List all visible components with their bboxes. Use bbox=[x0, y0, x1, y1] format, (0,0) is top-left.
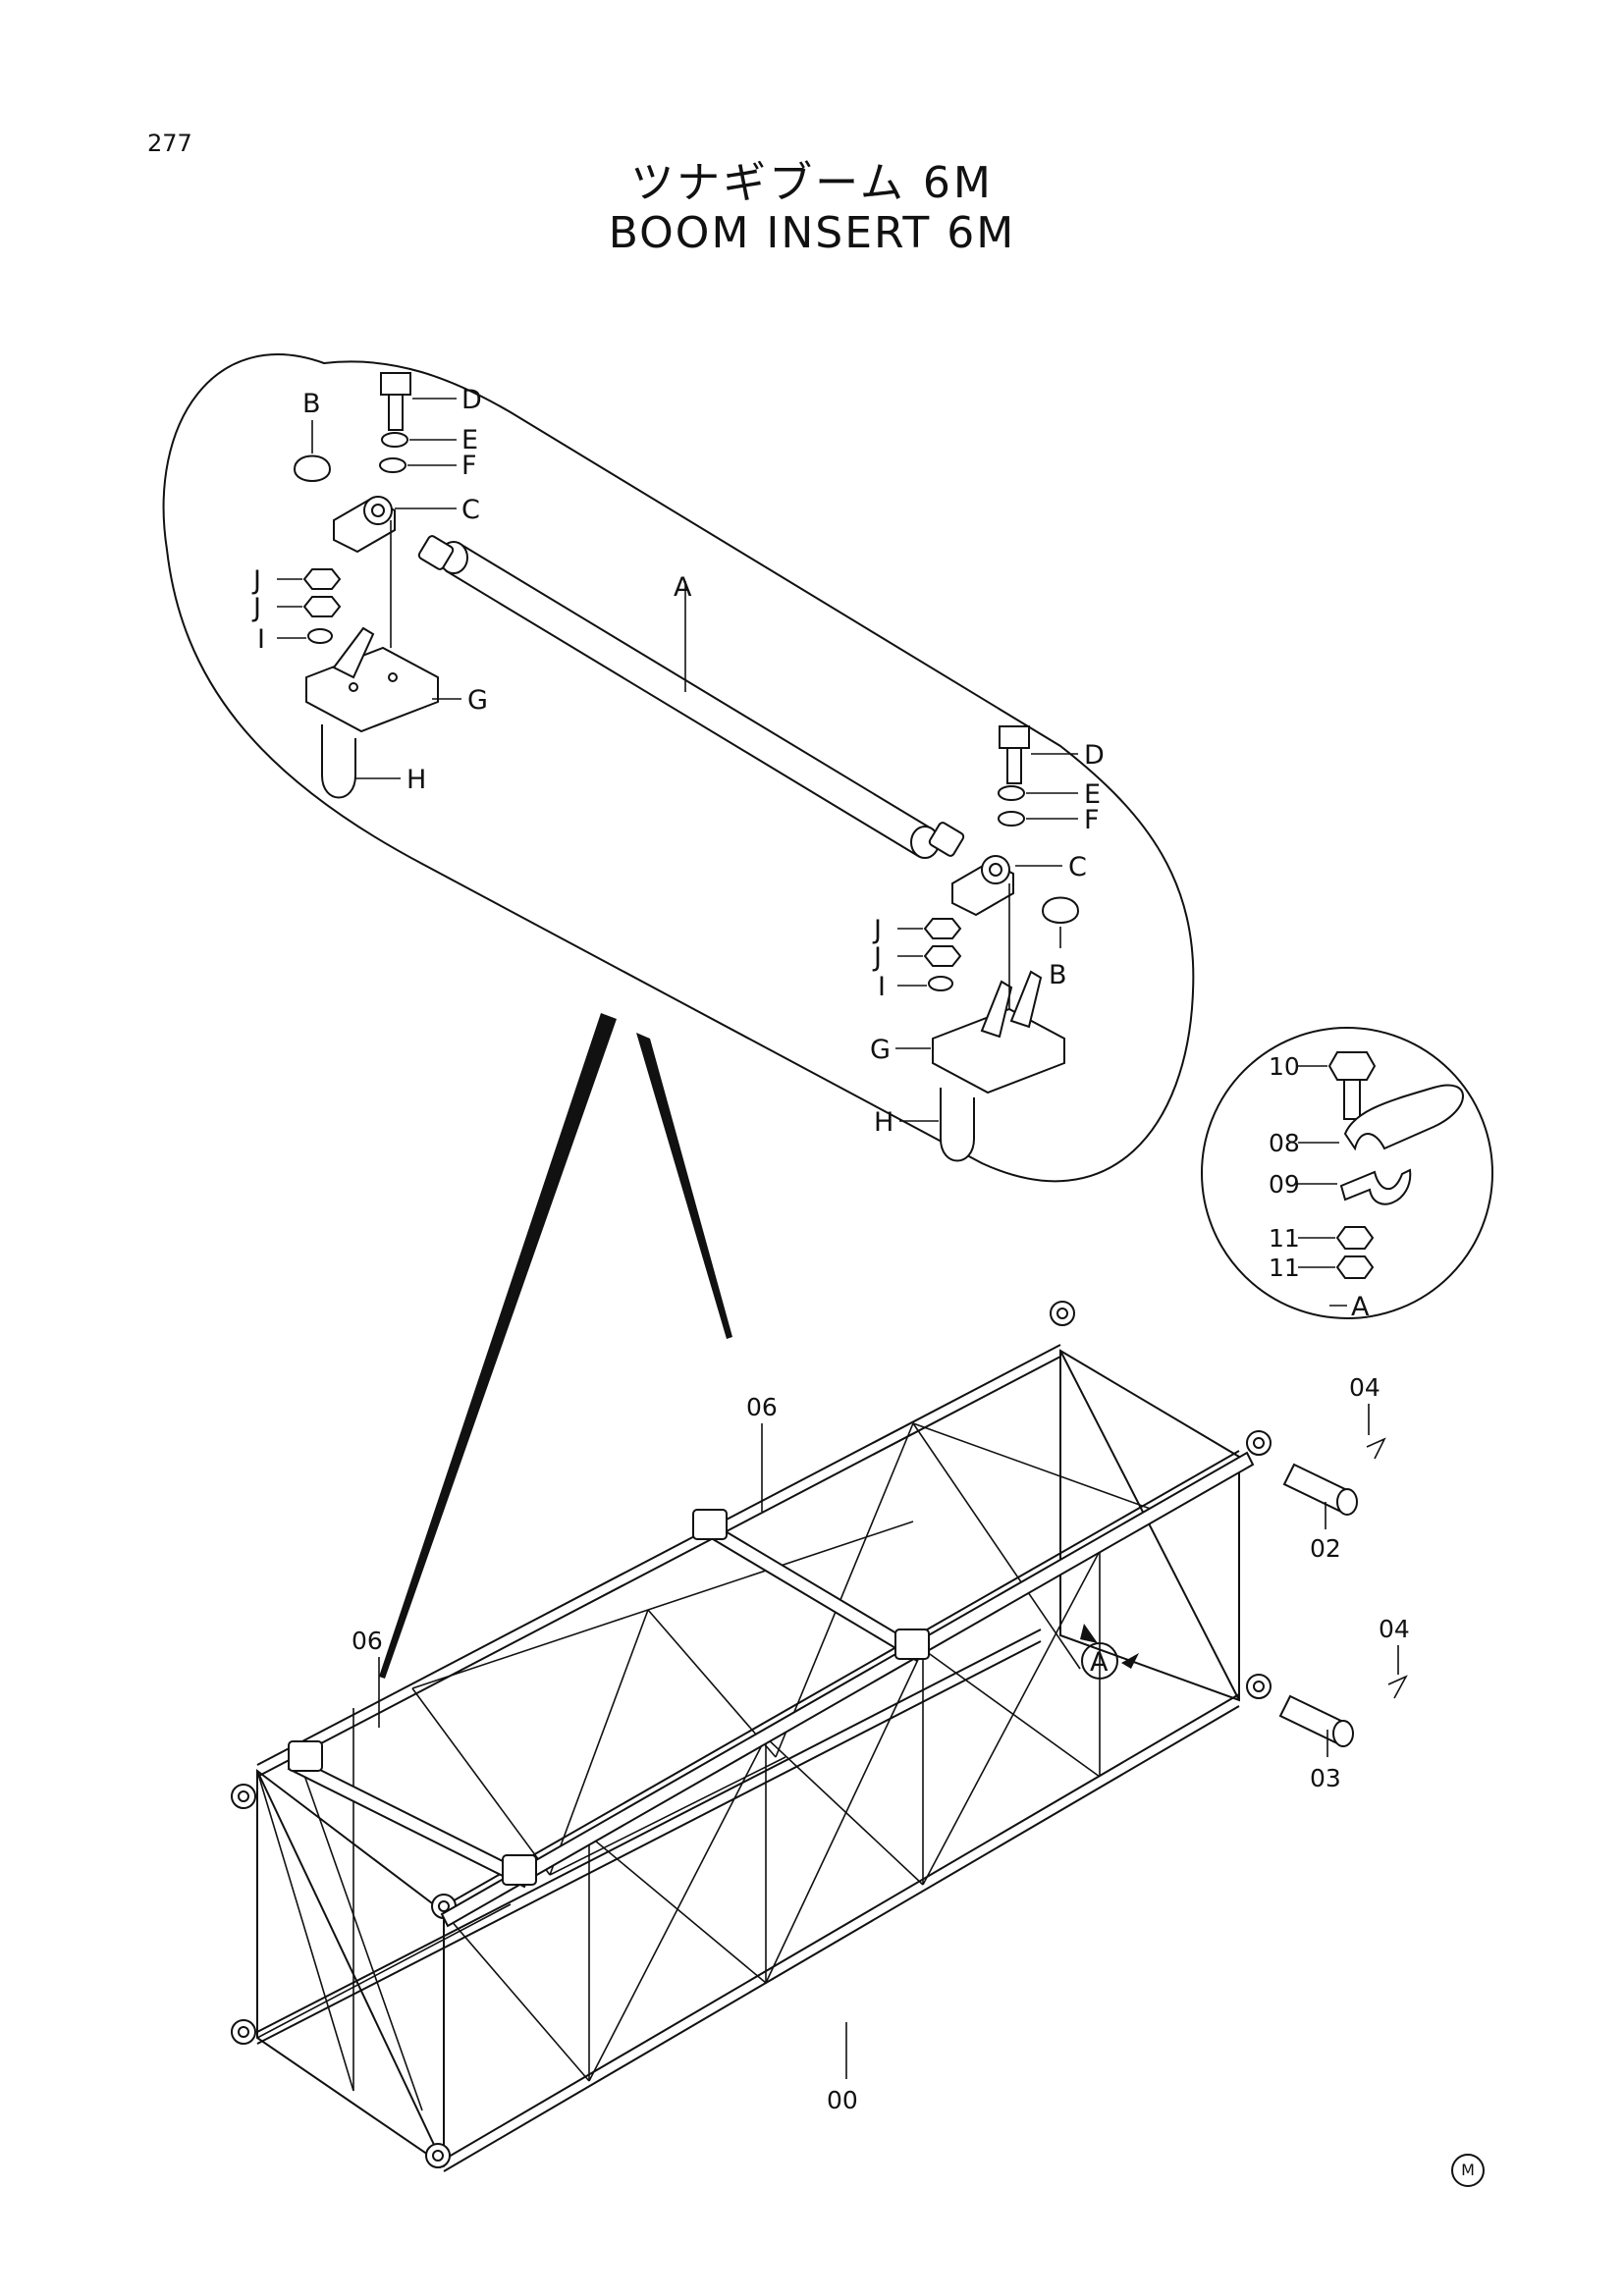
washer-icon bbox=[381, 432, 408, 448]
bolt-icon bbox=[380, 372, 411, 431]
label-part-11-a: 11 bbox=[1269, 1224, 1300, 1253]
nut-icon bbox=[923, 945, 962, 967]
label-e-left: E bbox=[461, 425, 478, 455]
main-part-labels: 06 06 00 04 02 04 03 A bbox=[352, 1373, 1410, 2114]
label-g-left: G bbox=[467, 685, 488, 716]
pillow-block-icon bbox=[333, 496, 396, 554]
shaft-a: A bbox=[417, 535, 965, 859]
washer-icon bbox=[928, 976, 953, 991]
detail-view-capsule bbox=[162, 353, 1195, 1679]
label-b-left: B bbox=[302, 389, 321, 419]
washer-icon bbox=[379, 457, 406, 473]
nut-icon bbox=[923, 918, 962, 939]
clamp-icon bbox=[1343, 1084, 1464, 1151]
label-i-right: I bbox=[878, 972, 886, 1002]
left-upper-assembly: D E F C B J J I bbox=[251, 372, 488, 799]
label-i-left: I bbox=[257, 624, 265, 655]
title-english: BOOM INSERT 6M bbox=[608, 208, 1016, 258]
page-number: 277 bbox=[147, 130, 192, 157]
clamp-icon bbox=[1041, 896, 1080, 924]
connection-lugs bbox=[231, 1301, 1272, 2168]
label-d-right: D bbox=[1084, 740, 1105, 771]
label-c-right: C bbox=[1068, 852, 1087, 882]
label-j-right-1: J bbox=[872, 915, 882, 945]
pin-icon bbox=[1282, 1463, 1358, 1516]
u-bolt-icon bbox=[321, 724, 356, 799]
bracket-g-right bbox=[932, 970, 1065, 1095]
boom-lattice-frame bbox=[231, 1301, 1272, 2172]
detail-circle-clamp: 10 08 09 11 11 A bbox=[1201, 1027, 1493, 1322]
bolt-icon bbox=[999, 725, 1030, 784]
circled-m-mark: M bbox=[1451, 2154, 1485, 2187]
leader-wedge-right bbox=[636, 1033, 732, 1339]
label-d-left: D bbox=[461, 385, 482, 415]
leader-wedge-left bbox=[379, 1013, 617, 1679]
label-part-04-bottom: 04 bbox=[1379, 1615, 1410, 1643]
label-part-11-b: 11 bbox=[1269, 1254, 1300, 1282]
label-h-right: H bbox=[874, 1107, 893, 1138]
label-part-10: 10 bbox=[1269, 1052, 1300, 1081]
washer-icon bbox=[307, 628, 333, 644]
nut-icon bbox=[302, 596, 342, 617]
label-a-shaft: A bbox=[674, 572, 692, 603]
title-japanese: ツナギブーム 6M bbox=[630, 158, 994, 208]
label-part-09: 09 bbox=[1269, 1170, 1300, 1199]
label-j-left-1: J bbox=[251, 565, 261, 596]
nut-icon bbox=[1335, 1255, 1375, 1279]
label-j-right-2: J bbox=[872, 942, 882, 973]
label-c-left: C bbox=[461, 495, 480, 525]
label-part-04-top: 04 bbox=[1349, 1373, 1380, 1402]
label-e-right: E bbox=[1084, 779, 1101, 810]
nut-icon bbox=[302, 568, 342, 590]
bracket-06 bbox=[288, 1509, 930, 1886]
pillow-block-icon bbox=[951, 855, 1014, 917]
label-part-03: 03 bbox=[1310, 1764, 1341, 1792]
bolt-icon bbox=[1327, 1051, 1377, 1120]
right-lower-assembly: D E F C B J J I G bbox=[870, 725, 1105, 1162]
bracket-g-left bbox=[305, 626, 439, 733]
label-f-right: F bbox=[1084, 805, 1100, 835]
washer-icon bbox=[998, 811, 1025, 827]
label-j-left-2: J bbox=[251, 593, 261, 623]
label-b-right: B bbox=[1049, 960, 1067, 990]
pin-icon bbox=[1278, 1694, 1354, 1747]
cross-shafts bbox=[287, 1451, 1255, 1928]
label-part-06-right: 06 bbox=[746, 1393, 778, 1421]
label-g-right: G bbox=[870, 1035, 891, 1065]
label-part-02: 02 bbox=[1310, 1534, 1341, 1563]
label-h-left: H bbox=[406, 765, 426, 795]
clamp-icon bbox=[1339, 1168, 1412, 1205]
nut-icon bbox=[1335, 1226, 1375, 1250]
label-view-a: A bbox=[1090, 1647, 1109, 1678]
label-part-06-left: 06 bbox=[352, 1627, 383, 1655]
label-part-00: 00 bbox=[827, 2086, 858, 2114]
label-f-left: F bbox=[461, 451, 477, 481]
label-part-08: 08 bbox=[1269, 1129, 1300, 1157]
label-detail-a: A bbox=[1351, 1292, 1370, 1322]
clamp-icon bbox=[293, 454, 332, 482]
washer-icon bbox=[998, 785, 1025, 801]
u-bolt-icon bbox=[940, 1088, 975, 1162]
